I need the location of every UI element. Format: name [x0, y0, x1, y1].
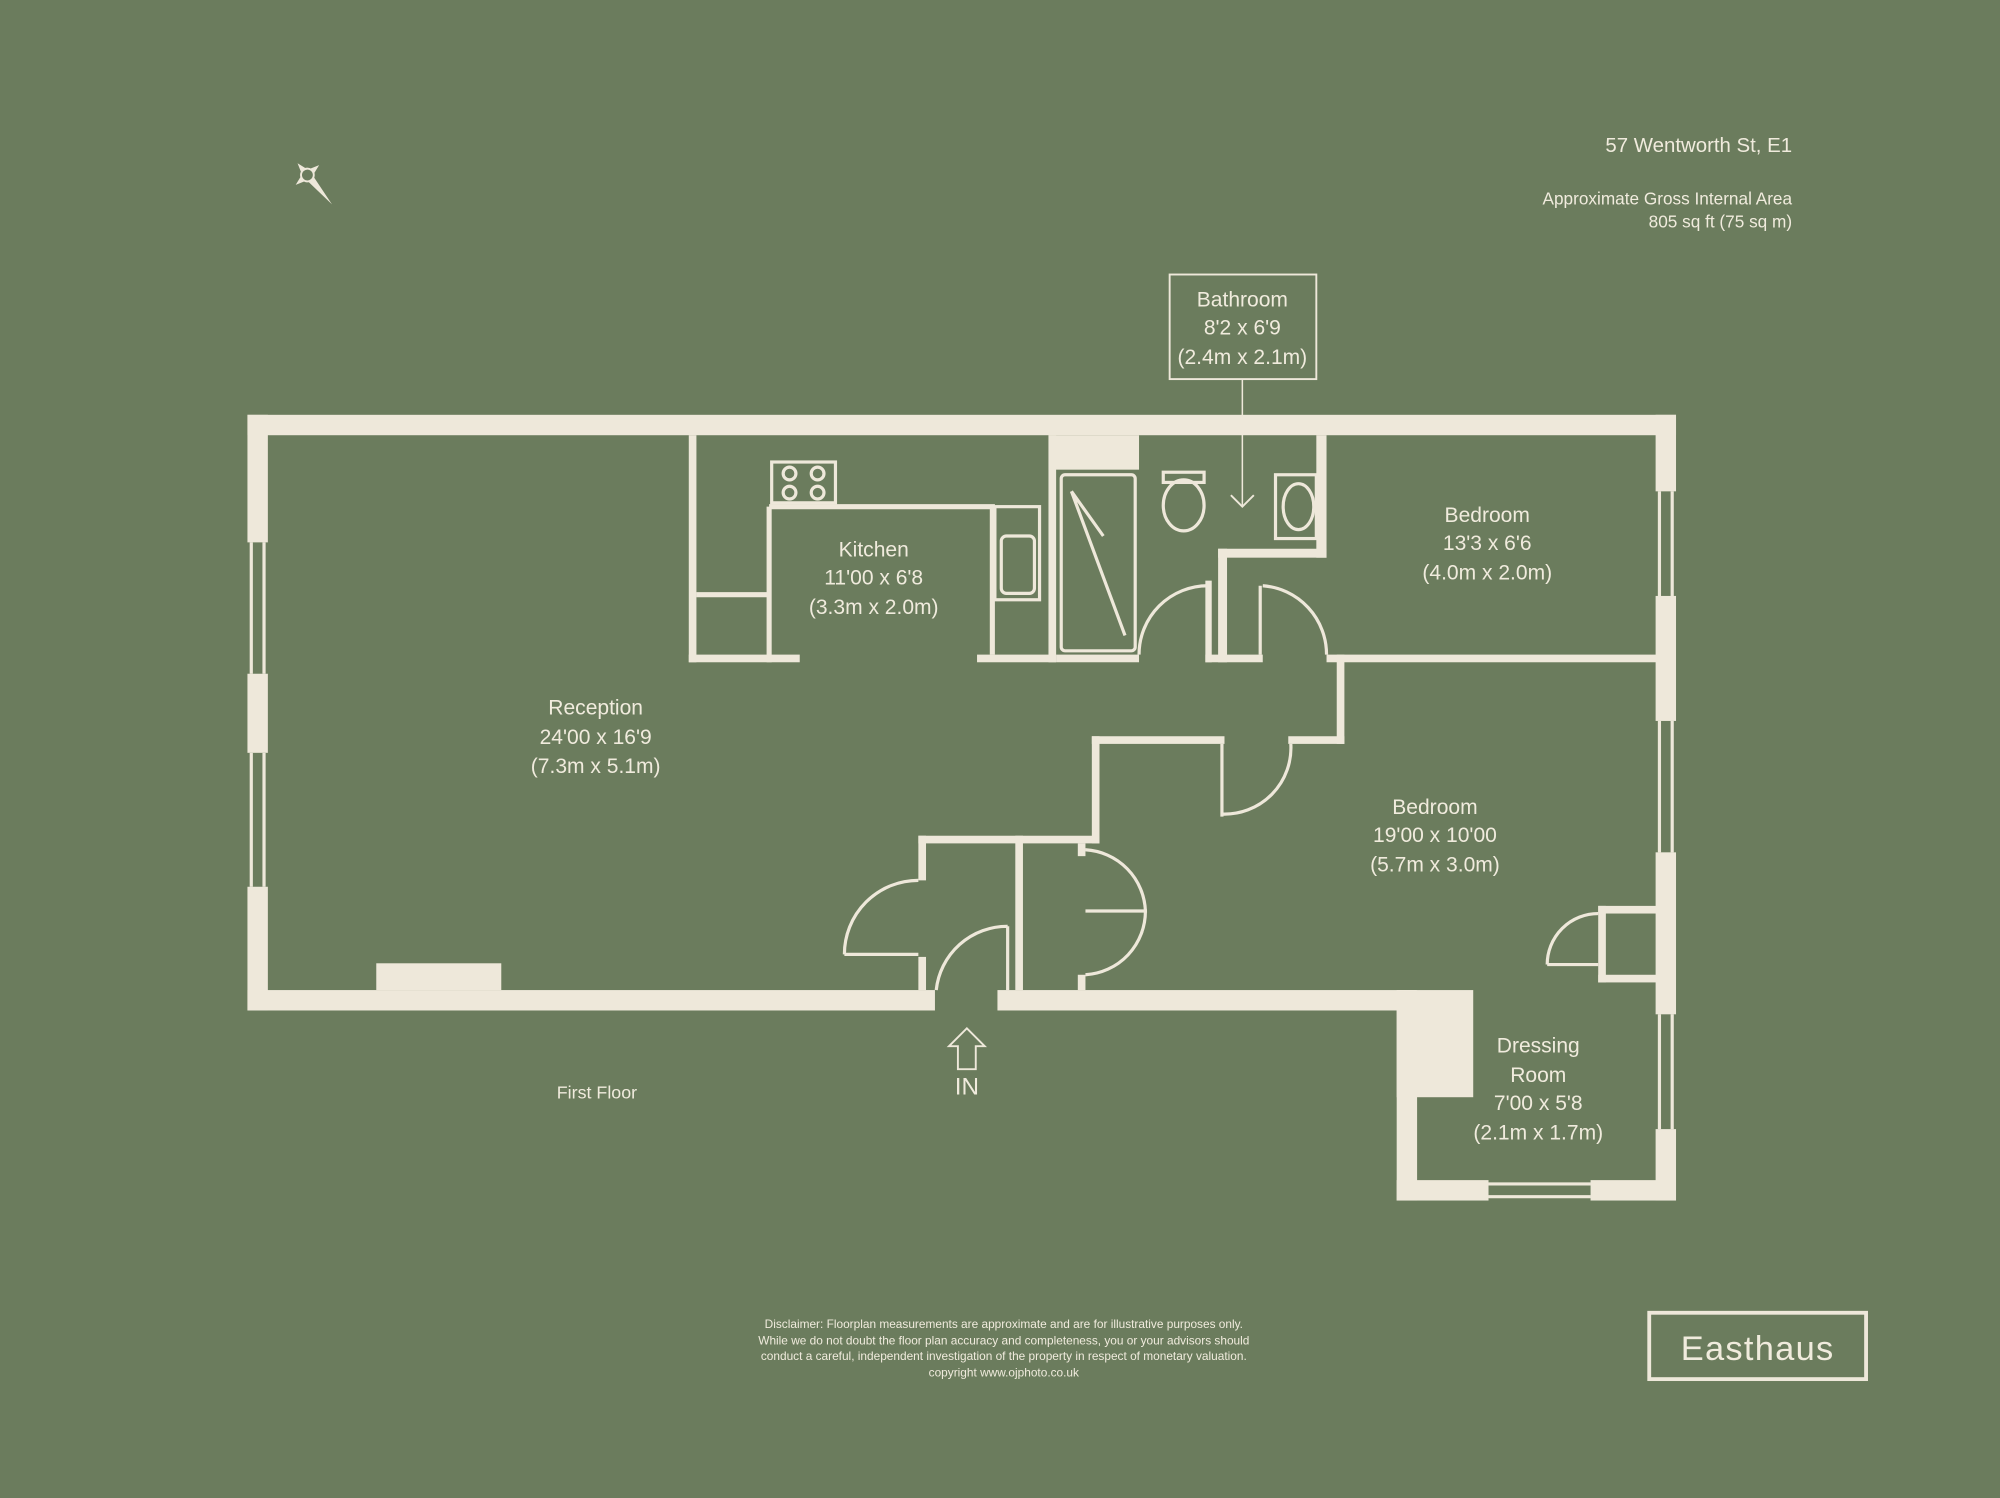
reception-metric: (7.3m x 5.1m)	[531, 755, 661, 778]
kitchen-fixtures	[696, 460, 1042, 663]
dressing-name-2: Room	[1510, 1064, 1566, 1087]
bathroom-metric: (2.4m x 2.1m)	[1177, 346, 1307, 369]
reception-name: Reception	[548, 697, 643, 720]
disclaimer: Disclaimer: Floorplan measurements are a…	[758, 1317, 1249, 1379]
dressing-metric: (2.1m x 1.7m)	[1473, 1121, 1603, 1144]
kitchen-imperial: 11'00 x 6'8	[824, 566, 923, 589]
bathroom-imperial: 8'2 x 6'9	[1204, 316, 1281, 339]
kitchen-name: Kitchen	[839, 538, 909, 561]
reception-imperial: 24'00 x 16'9	[540, 726, 652, 749]
entrance-label: IN	[955, 1074, 979, 1101]
bathroom-label-box	[1168, 273, 1318, 509]
dressing-name-1: Dressing	[1497, 1035, 1580, 1058]
kitchen-metric: (3.3m x 2.0m)	[809, 596, 939, 619]
bedroom2-metric: (5.7m x 3.0m)	[1370, 853, 1500, 876]
fireplace	[376, 963, 502, 991]
bedroom1-name: Bedroom	[1445, 504, 1530, 527]
area-label: Approximate Gross Internal Area	[1543, 188, 1793, 208]
disclaimer-line: copyright www.ojphoto.co.uk	[929, 1366, 1079, 1380]
bedroom2-name: Bedroom	[1392, 796, 1477, 819]
brand-name: Easthaus	[1681, 1330, 1835, 1368]
dressing-imperial: 7'00 x 5'8	[1494, 1092, 1583, 1115]
brand-logo: Easthaus	[1647, 1310, 1868, 1382]
bedroom2-imperial: 19'00 x 10'00	[1373, 824, 1497, 847]
disclaimer-line: While we do not doubt the floor plan acc…	[758, 1334, 1249, 1348]
disclaimer-line: Disclaimer: Floorplan measurements are a…	[765, 1317, 1243, 1331]
compass-star-icon	[295, 163, 332, 205]
pillar	[1396, 990, 1474, 1098]
walls	[247, 414, 1677, 1201]
entrance-arrow-icon	[946, 1026, 988, 1071]
disclaimer-line: conduct a careful, independent investiga…	[761, 1349, 1247, 1363]
doors	[842, 584, 1599, 991]
bathroom-name: Bathroom	[1197, 288, 1288, 311]
address: 57 Wentworth St, E1	[1605, 135, 1792, 157]
area-value: 805 sq ft (75 sq m)	[1649, 211, 1792, 231]
floor-label: First Floor	[557, 1082, 637, 1102]
bedroom1-metric: (4.0m x 2.0m)	[1422, 561, 1552, 584]
bathroom-fixtures	[1059, 470, 1318, 653]
bedroom1-imperial: 13'3 x 6'6	[1443, 532, 1532, 555]
windows	[249, 491, 1674, 1199]
